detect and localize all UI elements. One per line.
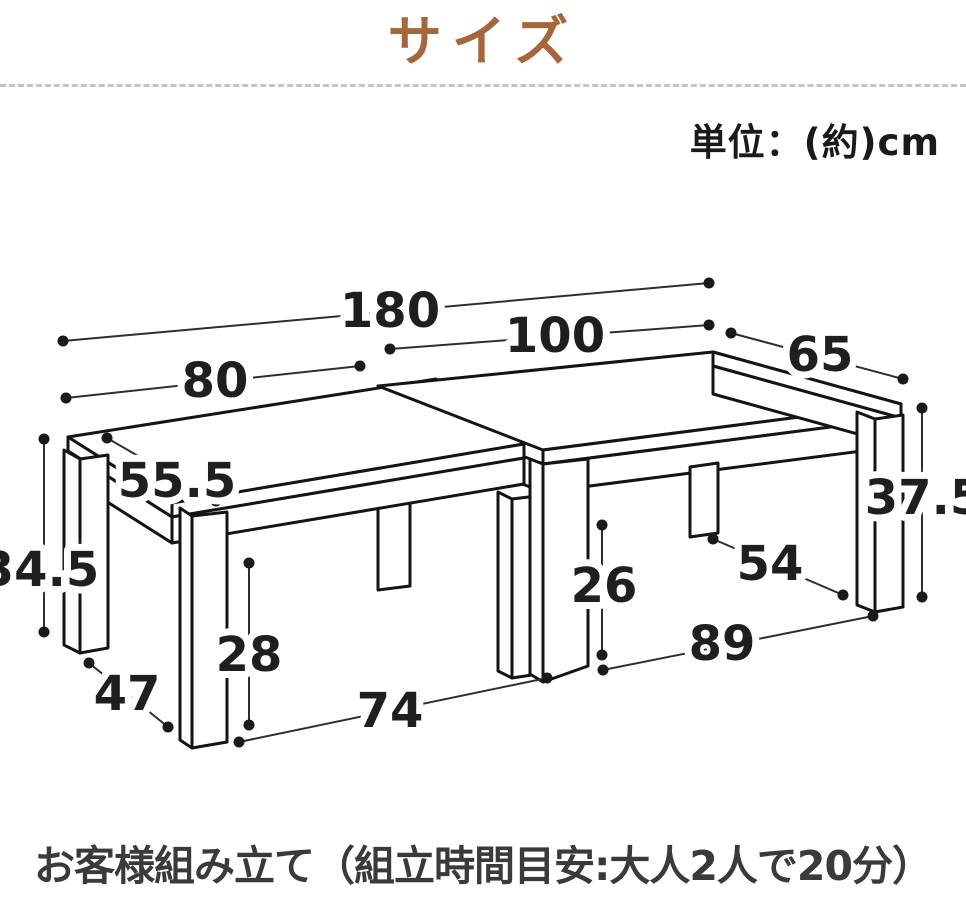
dim-large-leg-clearance: 26 xyxy=(564,519,644,661)
dim-large-leg-depth-span: 54 xyxy=(707,529,849,601)
dashed-separator xyxy=(0,84,966,87)
svg-text:37.5: 37.5 xyxy=(865,470,966,526)
dim-small-table-height: 34.5 xyxy=(0,433,106,638)
large-table-back-right-leg xyxy=(688,461,720,539)
svg-text:100: 100 xyxy=(505,308,605,364)
svg-text:55.5: 55.5 xyxy=(118,453,236,509)
dim-large-table-width: 100 xyxy=(384,301,715,371)
svg-text:34.5: 34.5 xyxy=(0,542,99,598)
svg-text:28: 28 xyxy=(216,627,283,683)
svg-text:74: 74 xyxy=(357,683,424,739)
dim-small-leg-depth-span: 47 xyxy=(83,657,174,733)
large-table-front-left-leg-side xyxy=(528,457,545,684)
dim-small-leg-width-span: 74 xyxy=(233,672,553,748)
svg-text:47: 47 xyxy=(94,666,161,722)
large-table-front-left-leg-front xyxy=(541,457,590,684)
large-table xyxy=(376,350,905,684)
unit-label: 単位：(約)cm xyxy=(689,121,940,164)
dim-total-width: 180 xyxy=(57,276,715,347)
dim-small-table-width: 80 xyxy=(60,346,366,416)
svg-text:180: 180 xyxy=(340,283,440,339)
dim-large-table-height: 37.5 xyxy=(858,402,966,603)
small-table-front-left-leg-side xyxy=(178,506,194,750)
dim-small-table-depth: 55.5 xyxy=(101,432,243,516)
small-table-front-right-leg-side xyxy=(496,490,514,680)
small-table-front-left-leg-front xyxy=(190,510,229,750)
svg-text:89: 89 xyxy=(689,616,756,672)
dim-small-leg-clearance: 28 xyxy=(209,557,289,731)
svg-text:54: 54 xyxy=(737,536,804,592)
dim-large-table-depth: 65 xyxy=(725,320,909,390)
page-title: サイズ xyxy=(387,10,579,73)
dim-large-leg-width-span: 89 xyxy=(597,609,879,679)
svg-text:65: 65 xyxy=(787,327,854,383)
svg-text:26: 26 xyxy=(571,558,638,614)
small-table-back-left-leg-front xyxy=(78,453,110,655)
assembly-note: お客様組み立て（組立時間目安:大人2人で20分） xyxy=(34,842,933,890)
large-table-front-right-leg-front xyxy=(873,413,905,614)
svg-text:80: 80 xyxy=(182,353,249,409)
